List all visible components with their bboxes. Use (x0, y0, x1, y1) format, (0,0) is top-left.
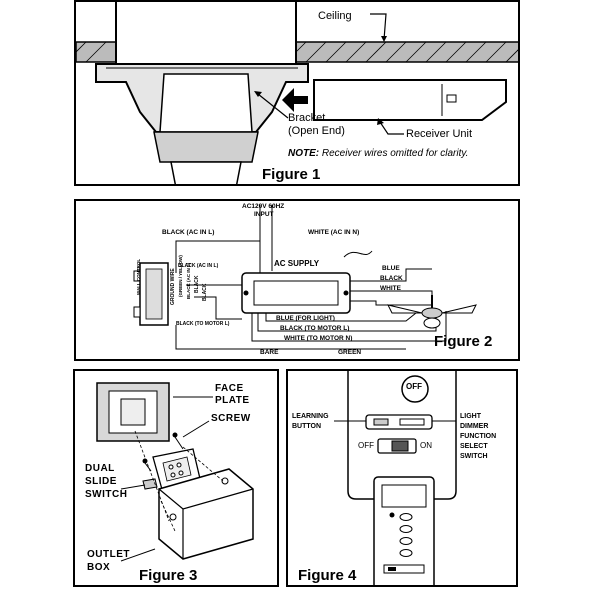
green-label: GREEN (338, 349, 362, 356)
blue-light-label: BLUE (FOR LIGHT) (276, 315, 335, 322)
wall-control-lower (373, 476, 435, 585)
ac-supply-label: AC SUPPLY (274, 259, 320, 268)
dual-slide-switch (142, 448, 202, 494)
canopy (153, 131, 259, 163)
ceiling-box (115, 2, 297, 65)
dimmer-select-switch[interactable] (399, 418, 425, 426)
bare-label: BARE (260, 349, 279, 356)
black-ac-in-small-label: BLACK (AC IN L) (178, 263, 219, 269)
light-dimmer-label-1: LIGHT (460, 413, 481, 420)
open-end-label: (Open End) (288, 125, 345, 137)
ceiling-label: Ceiling (318, 10, 352, 22)
light-dimmer-label-2: DIMMER (460, 423, 489, 430)
black-vertical-label-2: BLACK (202, 283, 208, 302)
ceiling-fan (387, 295, 477, 329)
input-label: INPUT (254, 211, 274, 218)
dual-slide-switch-label-3: SWITCH (85, 489, 128, 500)
black-to-motor-left-label: BLACK (TO MOTOR L) (176, 321, 230, 327)
black-vertical-label-1: BLACK (194, 275, 200, 294)
receiver-unit-label: Receiver Unit (406, 128, 473, 140)
outlet-box (158, 468, 254, 560)
figure-2-panel: AC120V 60HZ INPUT BLACK (AC IN L) WHITE … (74, 199, 520, 361)
note-text: NOTE: Receiver wires omitted for clarity… (288, 148, 469, 159)
figure-3-panel: FACE PLATE SCREW DUAL SLIDE SWITCH OUTLE… (73, 369, 279, 587)
light-dimmer-label-3: FUNCTION (460, 433, 497, 440)
white-label: WHITE (380, 285, 401, 292)
insert-arrow (282, 88, 308, 112)
bracket-label: Bracket (288, 112, 326, 124)
figure-4-panel: OFF LEARNING BUTTON LIGHT DIMMER FUNCTIO… (286, 369, 518, 587)
dual-slide-switch-label-1: DUAL (85, 463, 115, 474)
white-motor-label: WHITE (TO MOTOR N) (284, 335, 353, 342)
receiver-unit (313, 79, 507, 121)
off-button-label: OFF (406, 382, 422, 391)
figure-1-drawing (76, 2, 518, 184)
figure-3-drawing (96, 382, 254, 562)
light-dimmer-label-5: SWITCH (460, 453, 488, 460)
outlet-box-label-2: BOX (87, 562, 111, 573)
black-motor-label: BLACK (TO MOTOR L) (280, 325, 350, 332)
wall-control-label: WALL CONTROL (136, 258, 141, 295)
learning-button[interactable] (373, 418, 389, 426)
green-yellow-label: (GREEN / YELLOW) (178, 255, 183, 297)
outlet-box-label-1: OUTLET (87, 549, 130, 560)
figure-2-title: Figure 2 (434, 333, 493, 350)
ground-wire-label: GROUND WIRE (170, 268, 176, 305)
figure-4-title: Figure 4 (298, 567, 357, 584)
learning-button-label-2: BUTTON (292, 423, 322, 430)
dual-slide-switch-label-2: SLIDE (85, 476, 117, 487)
black-label: BLACK (380, 275, 403, 282)
figure-2-drawing (133, 205, 477, 350)
face-plate-label-2: PLATE (215, 395, 250, 406)
figure-1-title: Figure 1 (262, 166, 321, 183)
light-dimmer-label-4: SELECT (460, 443, 488, 450)
figure-1-panel: Ceiling Bracket (Open End) Receiver Unit… (74, 0, 520, 186)
ac-input-label: AC120V 60HZ (242, 203, 285, 210)
black-ac-in-vertical-label: BLACK (AC IN L) (186, 262, 191, 299)
off-button[interactable] (401, 375, 429, 403)
figure-4-drawing (334, 371, 457, 585)
switch-off-label: OFF (358, 441, 374, 450)
screw-label: SCREW (211, 413, 251, 424)
white-ac-in-label: WHITE (AC IN N) (308, 229, 360, 236)
face-plate-label-1: FACE (215, 383, 244, 394)
switch-on-label: ON (420, 441, 432, 450)
black-ac-in-label: BLACK (AC IN L) (162, 229, 215, 236)
figure-3-title: Figure 3 (139, 567, 198, 584)
blue-label: BLUE (382, 265, 400, 272)
learning-button-label-1: LEARNING (292, 413, 329, 420)
